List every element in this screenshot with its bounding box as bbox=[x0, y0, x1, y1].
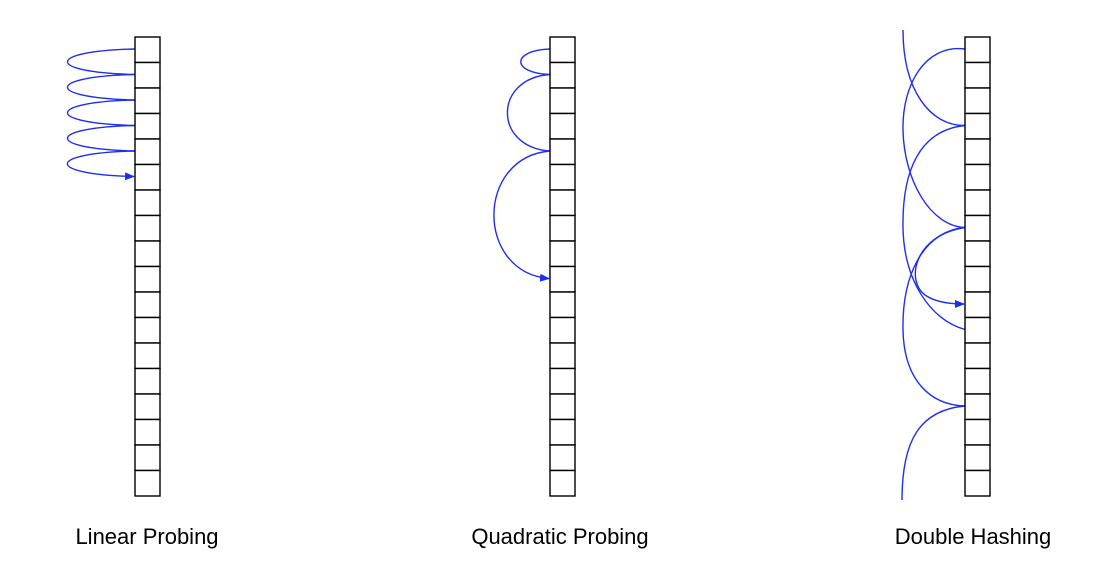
linear-table-slot bbox=[134, 291, 161, 319]
linear-table-slot bbox=[134, 87, 161, 115]
linear-table-slot bbox=[134, 469, 161, 497]
double-table-slot bbox=[964, 112, 991, 140]
quadratic-table-slot bbox=[549, 444, 576, 472]
quadratic-table-slot bbox=[549, 138, 576, 166]
double-table-slot bbox=[964, 469, 991, 497]
quadratic-table-slot bbox=[549, 469, 576, 497]
quadratic-probing-panel bbox=[493, 36, 576, 497]
double-probe-arc bbox=[902, 47, 966, 229]
double-table-slot bbox=[964, 265, 991, 293]
linear-table-slot bbox=[134, 418, 161, 446]
quadratic-probe-arrow bbox=[493, 150, 551, 282]
double-table-slot bbox=[964, 138, 991, 166]
linear-probe-arc bbox=[67, 99, 136, 127]
linear-table-slot bbox=[134, 112, 161, 140]
quadratic-probe-arc bbox=[520, 48, 551, 76]
linear-table-slot bbox=[134, 265, 161, 293]
double-hashing-panel bbox=[901, 29, 991, 501]
quadratic-table-slot bbox=[549, 367, 576, 395]
double-table-slot bbox=[964, 189, 991, 217]
double-table-slot bbox=[964, 316, 991, 344]
double-table-slot bbox=[964, 393, 991, 421]
quadratic-table-slot bbox=[549, 61, 576, 89]
quadratic-table-slot bbox=[549, 240, 576, 268]
quadratic-table-slot bbox=[549, 189, 576, 217]
quadratic-table-slot bbox=[549, 418, 576, 446]
quadratic-table-slot bbox=[549, 36, 576, 64]
linear-probe-arc bbox=[67, 124, 136, 152]
double-probe-arc bbox=[902, 29, 966, 127]
quadratic-table-slot bbox=[549, 112, 576, 140]
double-probe-arc bbox=[902, 124, 966, 331]
linear-table-slot bbox=[134, 36, 161, 64]
linear-probe-arc bbox=[67, 73, 136, 101]
linear-probe-arrow bbox=[66, 150, 136, 181]
linear-table-slot bbox=[134, 342, 161, 370]
double-probe-arc bbox=[901, 405, 966, 501]
double-table-slot bbox=[964, 342, 991, 370]
double-table-slot bbox=[964, 214, 991, 242]
quadratic-table-slot bbox=[549, 265, 576, 293]
linear-probing-panel bbox=[66, 36, 161, 497]
linear-table-slot bbox=[134, 240, 161, 268]
double-table-slot bbox=[964, 240, 991, 268]
linear-table-slot bbox=[134, 316, 161, 344]
quadratic-table-slot bbox=[549, 163, 576, 191]
double-table-slot bbox=[964, 87, 991, 115]
quadratic-probing-label: Quadratic Probing bbox=[471, 524, 649, 549]
double-table-slot bbox=[964, 36, 991, 64]
double-table-slot bbox=[964, 418, 991, 446]
quadratic-table-slot bbox=[549, 291, 576, 319]
double-probe-arc bbox=[902, 226, 966, 407]
double-table-slot bbox=[964, 291, 991, 319]
linear-table-slot bbox=[134, 163, 161, 191]
quadratic-table-slot bbox=[549, 342, 576, 370]
double-table-slot bbox=[964, 61, 991, 89]
linear-table-slot bbox=[134, 444, 161, 472]
linear-table-slot bbox=[134, 138, 161, 166]
quadratic-table-slot bbox=[549, 87, 576, 115]
double-hashing-label: Double Hashing bbox=[894, 524, 1052, 549]
linear-table-slot bbox=[134, 189, 161, 217]
double-table-slot bbox=[964, 444, 991, 472]
linear-probing-label: Linear Probing bbox=[75, 524, 219, 549]
linear-table-slot bbox=[134, 367, 161, 395]
linear-table-slot bbox=[134, 214, 161, 242]
quadratic-probe-arc bbox=[506, 73, 551, 152]
quadratic-table-slot bbox=[549, 316, 576, 344]
double-probe-arrow bbox=[914, 226, 966, 308]
double-table-slot bbox=[964, 367, 991, 395]
linear-table-slot bbox=[134, 61, 161, 89]
linear-probe-arc bbox=[67, 48, 136, 76]
quadratic-table-slot bbox=[549, 393, 576, 421]
double-table-slot bbox=[964, 163, 991, 191]
quadratic-table-slot bbox=[549, 214, 576, 242]
linear-table-slot bbox=[134, 393, 161, 421]
